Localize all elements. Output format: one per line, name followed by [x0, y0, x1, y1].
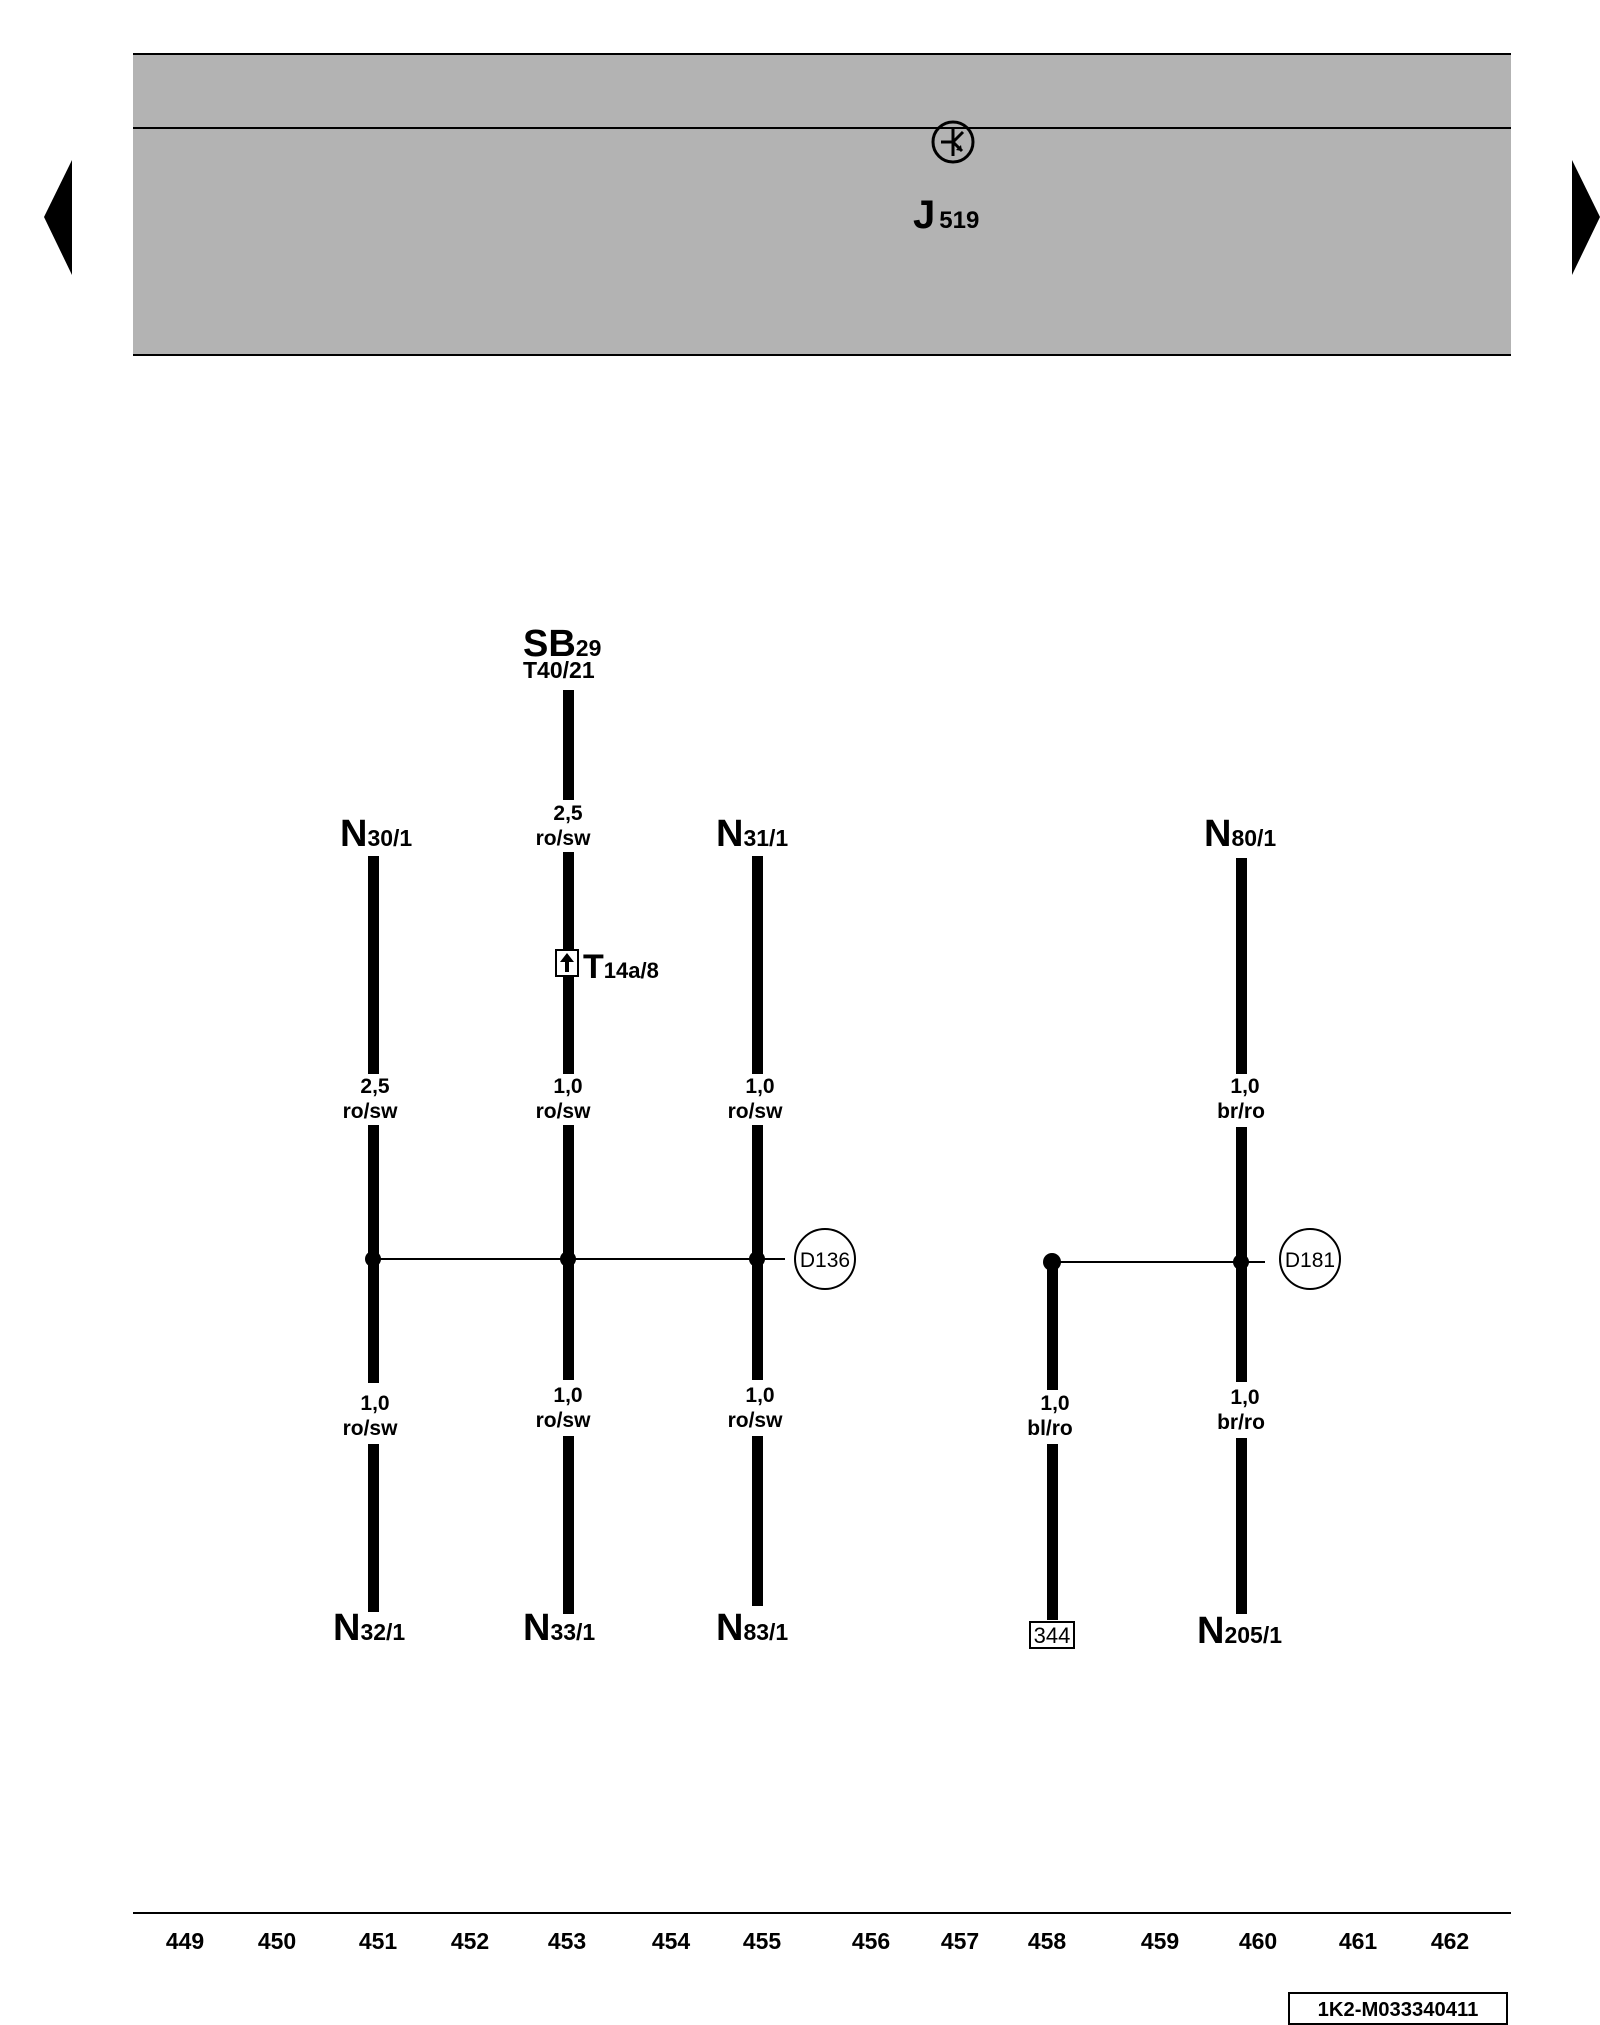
wire-size-label: 2,5 — [553, 802, 583, 825]
wire-segment — [752, 1436, 763, 1606]
connector-arrow-icon — [560, 953, 574, 972]
wire-size-label: 1,0 — [1040, 1392, 1069, 1415]
node-label: N30/1 — [340, 813, 412, 855]
wire-segment — [1236, 1438, 1247, 1614]
splice-d181-marker — [1279, 1228, 1341, 1290]
wire-size-label: 1,0 — [1230, 1386, 1259, 1409]
wire-segment — [1236, 858, 1247, 1074]
column-number: 459 — [1140, 1928, 1180, 1954]
node-label: N205/1 — [1197, 1610, 1282, 1652]
column-number: 449 — [165, 1928, 205, 1954]
next-page-arrow-icon[interactable] — [1570, 160, 1600, 275]
wire-size-label: 1,0 — [553, 1384, 582, 1407]
wire-color-label: ro/sw — [343, 1100, 399, 1123]
wire-size-label: 1,0 — [745, 1075, 774, 1098]
prev-page-arrow-icon[interactable] — [44, 160, 74, 275]
column-number: 457 — [940, 1928, 980, 1954]
column-number: 456 — [851, 1928, 891, 1954]
wire-color-label: br/ro — [1217, 1100, 1265, 1123]
footer-rule — [133, 1912, 1511, 1914]
wire-segment — [368, 856, 379, 1074]
column-number: 450 — [257, 1928, 297, 1954]
wire-size-label: 1,0 — [745, 1384, 774, 1407]
wire-color-label: ro/sw — [343, 1417, 399, 1440]
wire-color-label: ro/sw — [536, 827, 592, 850]
splice-label: D181 — [1285, 1249, 1335, 1272]
reference-label[interactable]: 344 — [1034, 1623, 1071, 1648]
junction-dot — [365, 1251, 381, 1267]
wire-segment — [1047, 1444, 1058, 1620]
node-label: N33/1 — [523, 1607, 595, 1649]
wire-size-label: 1,0 — [360, 1392, 389, 1415]
wire-color-label: ro/sw — [728, 1409, 784, 1432]
wire-segment — [752, 856, 763, 1074]
wire-size-label: 2,5 — [360, 1075, 390, 1098]
junction-dot — [560, 1251, 576, 1267]
wire-size-label: 1,0 — [1230, 1075, 1259, 1098]
column-number: 461 — [1338, 1928, 1378, 1954]
wire-color-label: ro/sw — [536, 1100, 592, 1123]
source-label: SB29 — [523, 623, 601, 665]
column-number: 453 — [547, 1928, 587, 1954]
wire-color-label: br/ro — [1217, 1411, 1265, 1434]
wire-size-label: 1,0 — [553, 1075, 582, 1098]
column-number: 462 — [1430, 1928, 1470, 1954]
junction-dot — [1043, 1253, 1061, 1271]
document-id: 1K2-M033340411 — [1318, 1999, 1479, 2021]
column-number: 460 — [1238, 1928, 1278, 1954]
node-label: N32/1 — [333, 1607, 405, 1649]
column-number: 458 — [1027, 1928, 1067, 1954]
node-label: N80/1 — [1204, 813, 1276, 855]
document-id-box: 1K2-M033340411 — [1288, 1992, 1508, 2025]
splice-d136-marker — [794, 1228, 856, 1290]
wire-color-label: bl/ro — [1027, 1417, 1073, 1440]
column-number: 452 — [450, 1928, 490, 1954]
column-number: 454 — [651, 1928, 691, 1954]
splice-label: D136 — [800, 1249, 850, 1272]
node-label: N31/1 — [716, 813, 788, 855]
node-label: N83/1 — [716, 1607, 788, 1649]
wire-segment — [563, 1436, 574, 1614]
wire-segment — [1047, 1262, 1058, 1390]
junction-dot — [749, 1251, 765, 1267]
column-number: 455 — [742, 1928, 782, 1954]
connector-label: T14a/8 — [583, 948, 659, 986]
column-number: 451 — [358, 1928, 398, 1954]
source-connector-label: T40/21 — [523, 657, 595, 683]
wire-color-label: ro/sw — [536, 1409, 592, 1432]
wire-segment — [368, 1444, 379, 1612]
header-divider — [133, 127, 1511, 129]
ground-symbol-icon — [931, 120, 975, 164]
wire-color-label: ro/sw — [728, 1100, 784, 1123]
junction-dot — [1233, 1254, 1249, 1270]
wire-segment — [563, 690, 574, 800]
reference-box-344[interactable] — [1029, 1621, 1075, 1649]
